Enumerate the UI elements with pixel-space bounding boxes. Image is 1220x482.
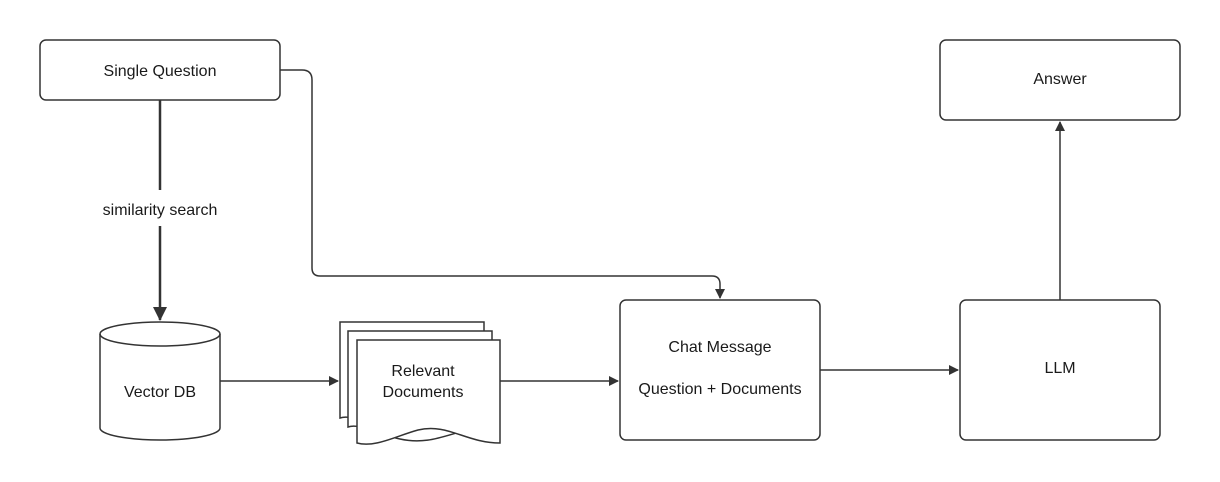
single-question-node: Single Question bbox=[39, 39, 281, 101]
similarity-search-label: similarity search bbox=[103, 202, 218, 219]
chat-message-node: Chat Message Question + Documents bbox=[619, 299, 821, 441]
answer-node: Answer bbox=[939, 39, 1181, 121]
edge-question-to-vectordb: similarity search bbox=[103, 100, 218, 321]
llm-label: LLM bbox=[1044, 360, 1075, 377]
llm-node: LLM bbox=[959, 299, 1161, 441]
relevant-documents-label-line2: Documents bbox=[383, 384, 464, 401]
answer-label: Answer bbox=[1033, 71, 1087, 88]
vector-db-label: Vector DB bbox=[124, 384, 196, 401]
vector-db-node: Vector DB bbox=[99, 321, 221, 441]
edge-question-to-chat bbox=[280, 69, 725, 299]
relevant-documents-node: Relevant Documents bbox=[339, 321, 501, 445]
relevant-documents-label-line1: Relevant bbox=[391, 363, 455, 380]
chat-message-title: Chat Message bbox=[668, 339, 771, 356]
chat-message-body: Question + Documents bbox=[638, 381, 801, 398]
single-question-label: Single Question bbox=[104, 63, 217, 80]
